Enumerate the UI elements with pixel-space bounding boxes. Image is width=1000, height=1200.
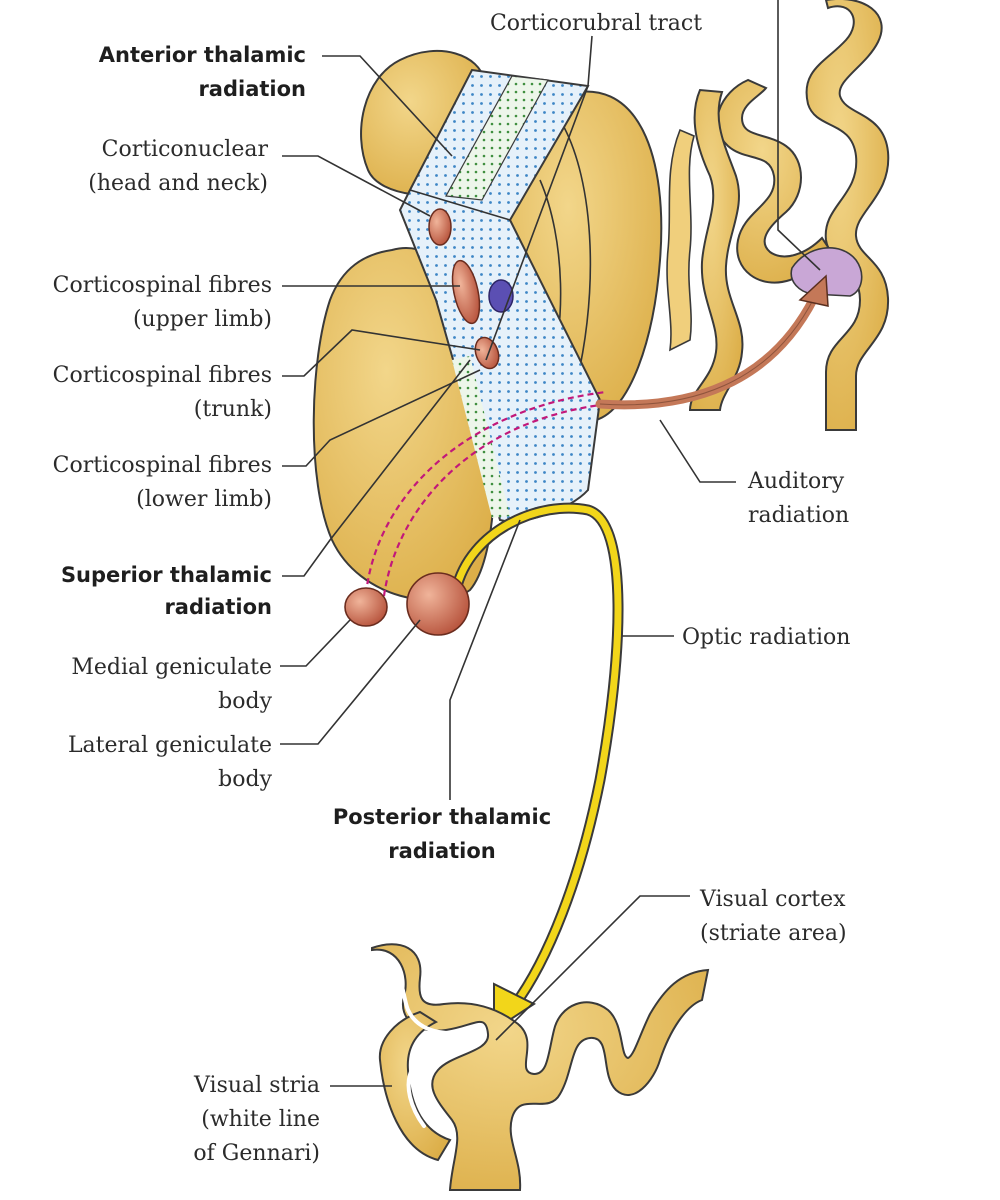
posterior-limb-green-strip — [452, 356, 510, 518]
label-medial-geniculate-1: Medial geniculate — [71, 655, 272, 680]
label-posterior-thalamic-2: radiation — [388, 839, 496, 863]
optic-radiation-arrow — [450, 502, 624, 1012]
label-auditory-1: Auditory — [747, 469, 845, 494]
label-cs-upper-1: Corticospinal fibres — [53, 273, 272, 298]
auditory-cortex-gyrus — [666, 0, 890, 431]
label-visual-stria-1: Visual stria — [193, 1073, 320, 1098]
label-visual-cortex-1: Visual cortex — [699, 887, 846, 912]
label-visual-stria-2: (white line — [201, 1107, 320, 1132]
label-medial-geniculate-2: body — [218, 689, 272, 714]
label-posterior-thalamic-1: Posterior thalamic — [333, 805, 551, 829]
label-superior-thalamic-1: Superior thalamic — [61, 563, 272, 587]
corticospinal-trunk — [474, 336, 500, 370]
label-corticonuclear-1: Corticonuclear — [102, 137, 269, 162]
superior-thalamic-radiation — [364, 390, 607, 595]
visual-stria — [378, 964, 476, 1128]
corticospinal-upper-limb — [451, 259, 481, 325]
visual-cortex-gyrus — [371, 943, 710, 1191]
label-cs-trunk-2: (trunk) — [194, 397, 272, 422]
label-optic: Optic radiation — [682, 625, 850, 650]
corticonuclear-fibres — [428, 208, 452, 246]
auditory-arrowhead — [798, 274, 829, 307]
corticorubral-strip — [445, 75, 549, 201]
label-corticorubral: Corticorubral tract — [490, 11, 702, 36]
label-cs-upper-2: (upper limb) — [133, 307, 272, 332]
medial-geniculate-body — [344, 587, 388, 627]
label-lateral-geniculate-1: Lateral geniculate — [68, 733, 272, 758]
label-visual-cortex-2: (striate area) — [700, 921, 847, 946]
label-superior-thalamic-2: radiation — [164, 595, 272, 619]
label-auditory-2: radiation — [748, 503, 849, 528]
lateral-geniculate-body — [406, 572, 470, 636]
label-corticonuclear-2: (head and neck) — [88, 171, 268, 196]
label-visual-stria-3: of Gennari) — [193, 1141, 320, 1166]
label-cs-lower-2: (lower limb) — [136, 487, 272, 512]
label-cs-trunk-1: Corticospinal fibres — [53, 363, 272, 388]
leader-lines — [280, 0, 821, 1087]
label-anterior-thalamic-2: radiation — [198, 77, 306, 101]
label-anterior-thalamic-1: Anterior thalamic — [99, 43, 306, 67]
superior-thalamic-radiation-2 — [382, 402, 609, 597]
labels: Corticorubral tract Anterior thalamic ra… — [53, 11, 851, 1166]
label-cs-lower-1: Corticospinal fibres — [53, 453, 272, 478]
label-lateral-geniculate-2: body — [218, 767, 272, 792]
